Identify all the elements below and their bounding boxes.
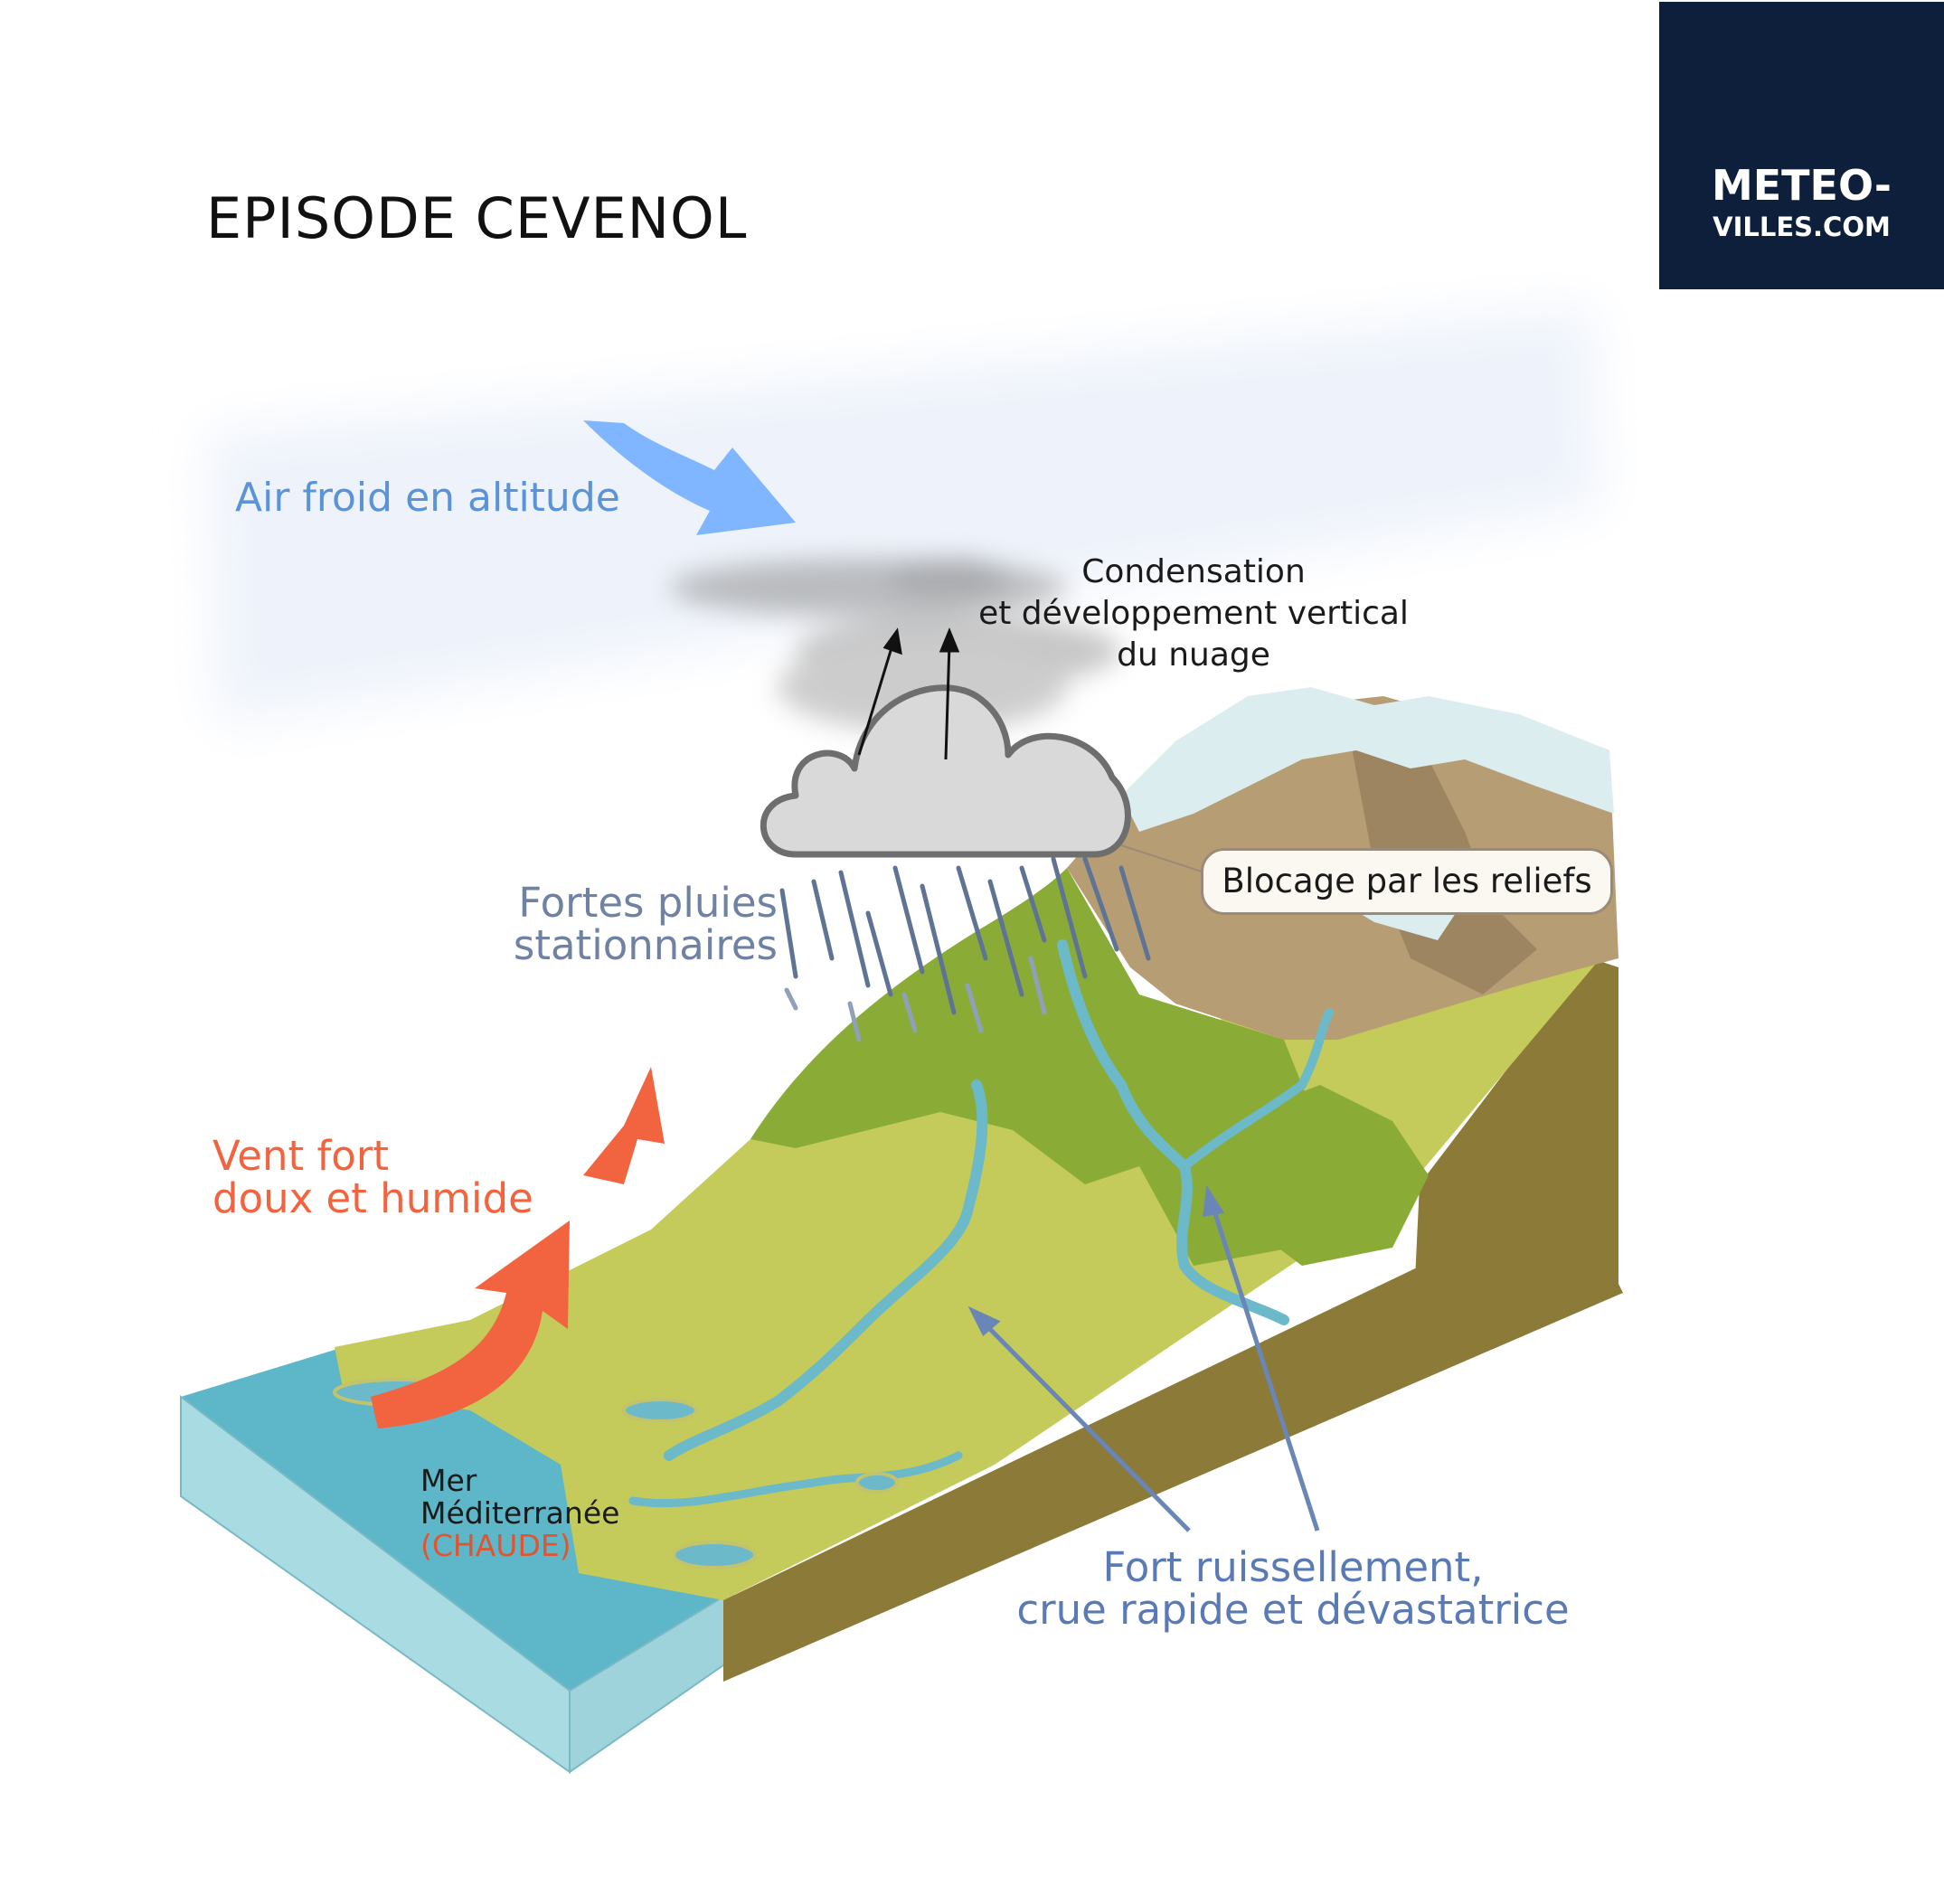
- wind-arrow-lower: [371, 1221, 570, 1428]
- flood-arrows: [967, 1184, 1320, 1532]
- rain-streaks: [779, 856, 1151, 1042]
- cold-air-label: Air froid en altitude: [235, 475, 620, 521]
- updraft-arrows: [857, 627, 960, 760]
- flood-label: Fort ruissellement, crue rapide et dévas…: [986, 1546, 1600, 1631]
- rain-label: Fortes pluies stationnaires: [470, 881, 778, 966]
- flood-line2: crue rapide et dévastatrice: [1016, 1586, 1570, 1634]
- sea-line1: Mer: [420, 1463, 477, 1498]
- blocking-label: Blocage par les reliefs: [1201, 848, 1613, 915]
- rain-line1: Fortes pluies: [518, 879, 778, 927]
- cloud-icon: [760, 684, 1131, 858]
- rain-line2: stationnaires: [513, 921, 778, 969]
- soil-front: [723, 1175, 1623, 1682]
- rivers: [628, 939, 1334, 1508]
- flood-line1: Fort ruissellement,: [1102, 1543, 1484, 1591]
- sea-label: Mer Méditerranée (CHAUDE): [420, 1465, 619, 1562]
- sea-temperature: (CHAUDE): [420, 1528, 571, 1563]
- wind-line2: doux et humide: [212, 1174, 533, 1222]
- condensation-label: Condensation et développement vertical d…: [940, 551, 1447, 676]
- wind-arrow-upper: [583, 1067, 665, 1184]
- cold-air-arrow: [583, 420, 796, 535]
- wind-label: Vent fort doux et humide: [212, 1135, 533, 1220]
- meteo-villes-logo[interactable]: METEO- VILLES.COM: [1659, 2, 1944, 289]
- snow: [1121, 687, 1614, 832]
- blocking-pointer: [1120, 844, 1205, 873]
- wind-line1: Vent fort: [212, 1132, 389, 1180]
- page-title: EPISODE CEVENOL: [206, 185, 748, 251]
- condensation-line1: Condensation: [1081, 553, 1306, 590]
- logo-text-line1: METEO-: [1711, 161, 1892, 210]
- soil-right: [1411, 958, 1618, 1374]
- logo-text-line2: VILLES.COM: [1713, 212, 1891, 242]
- cold-air-band: [208, 307, 1600, 723]
- condensation-line3: du nuage: [1117, 636, 1270, 674]
- sea-line2: Méditerranée: [420, 1495, 620, 1531]
- condensation-line2: et développement vertical: [978, 595, 1409, 632]
- forest-right: [1203, 1085, 1429, 1266]
